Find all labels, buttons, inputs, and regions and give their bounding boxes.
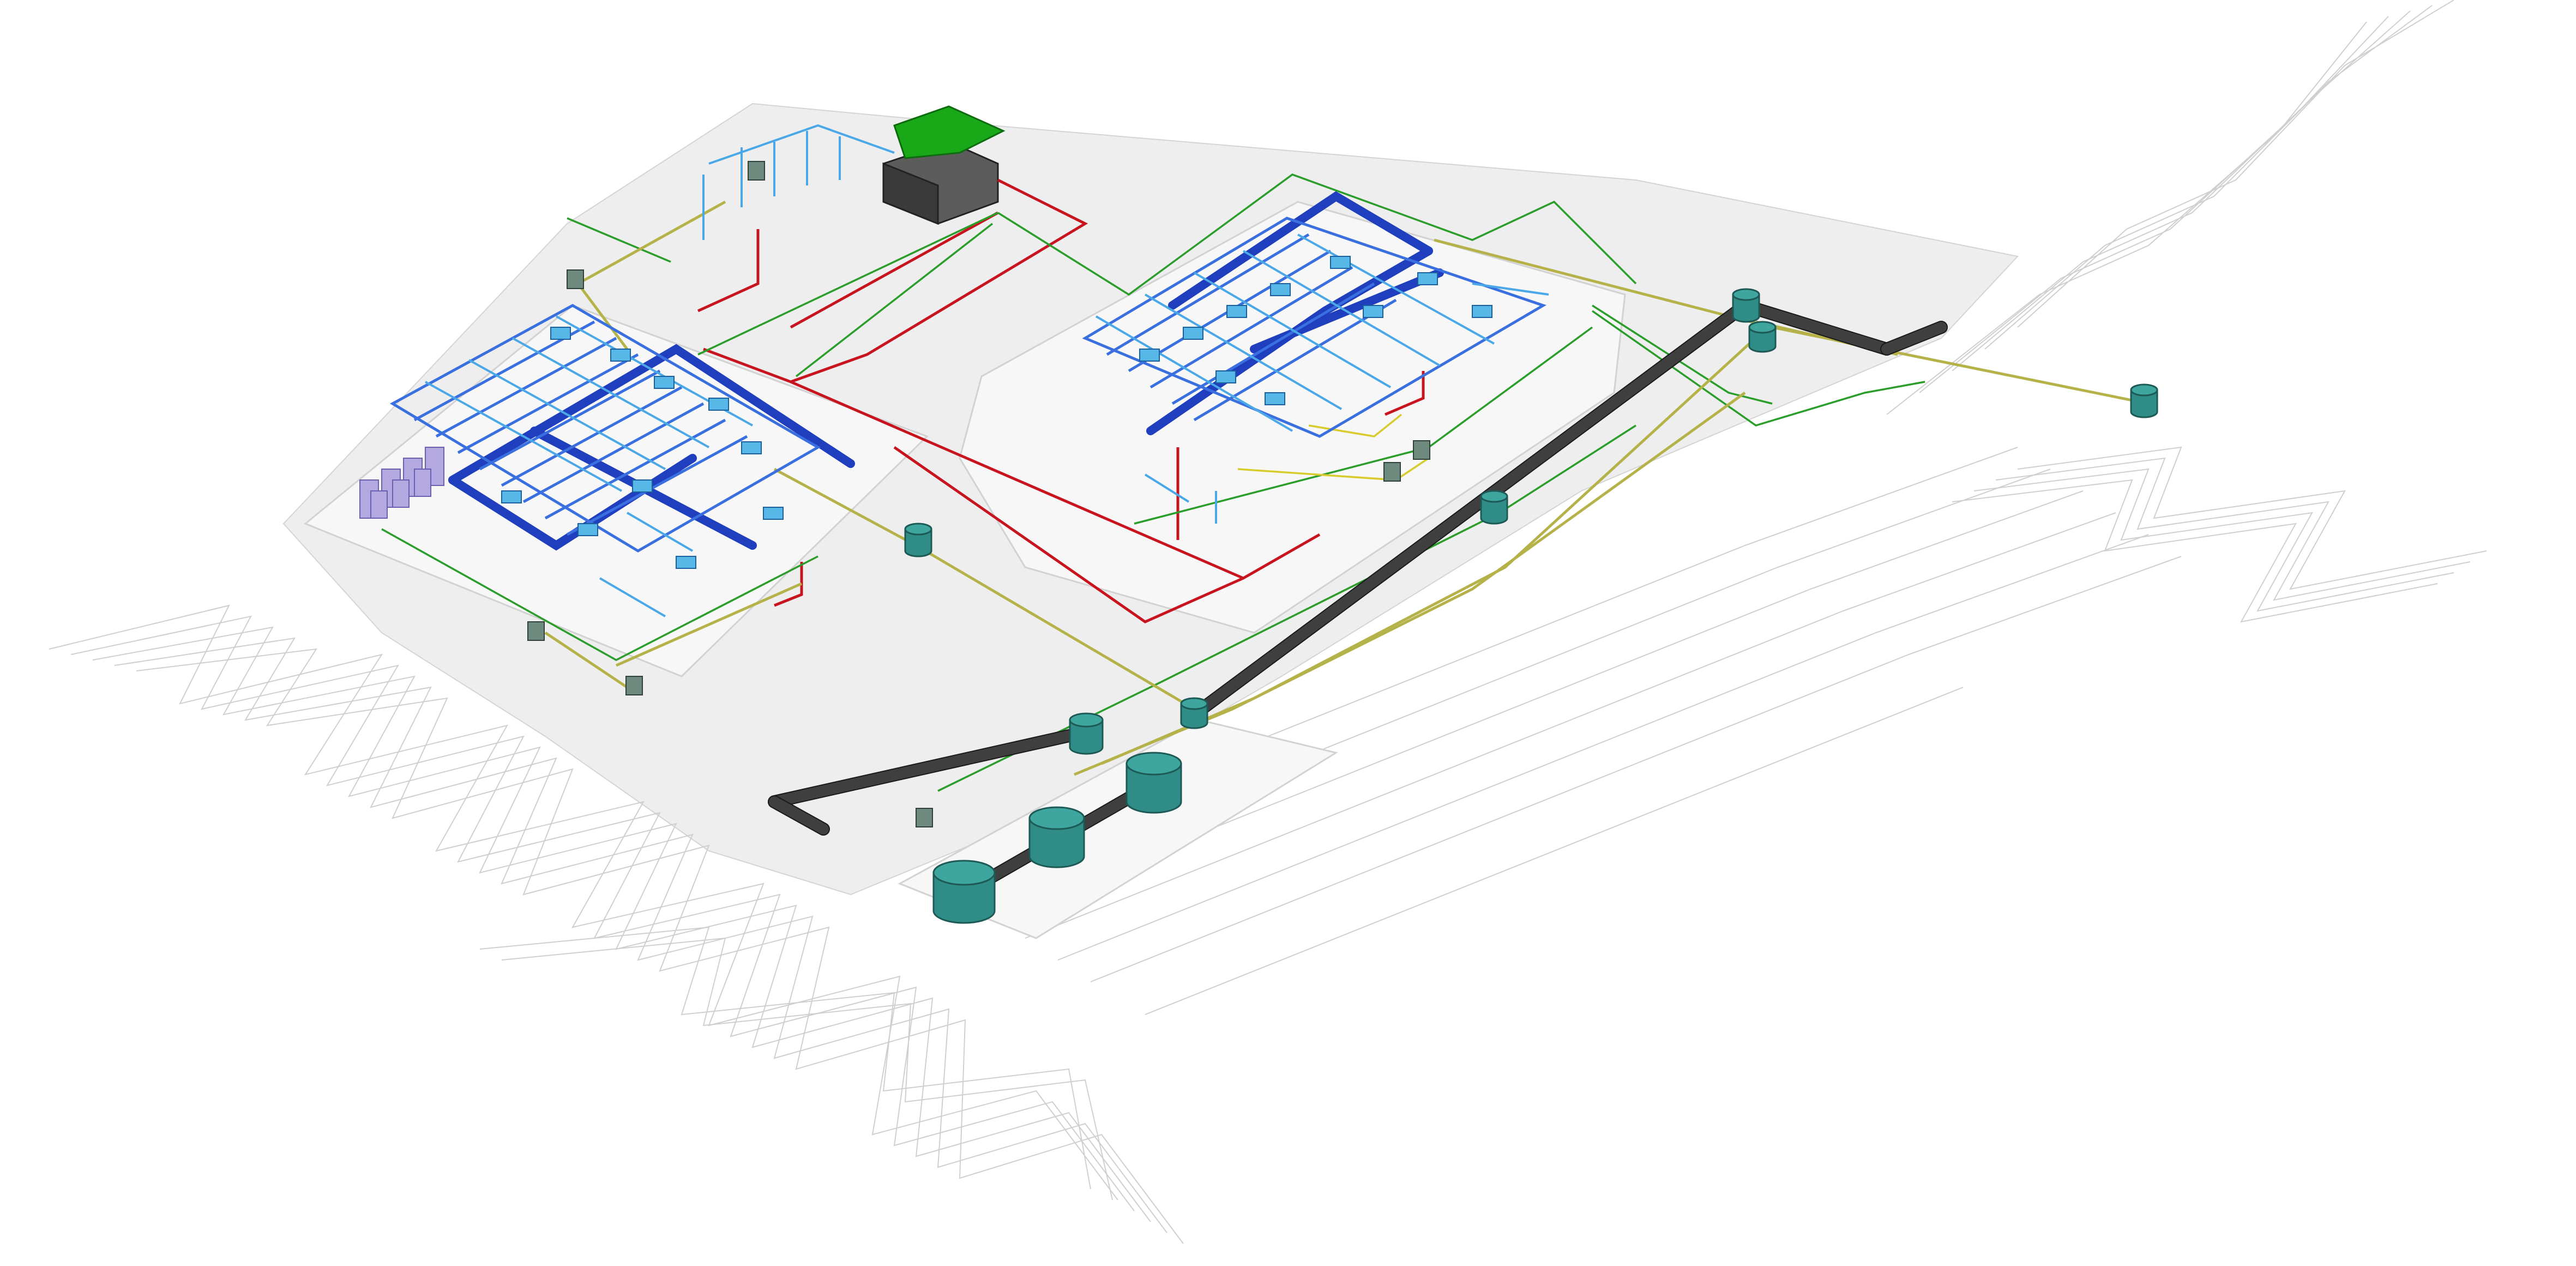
process-equipment	[1139, 256, 1492, 405]
contour	[2017, 446, 2487, 590]
contour	[92, 626, 1151, 1222]
contour	[479, 926, 1091, 1190]
manhole-icon[interactable]	[1069, 712, 1104, 755]
contour	[114, 637, 1167, 1233]
manhole-icon[interactable]	[2130, 383, 2158, 418]
storage-tank-icon[interactable]	[1126, 752, 1182, 814]
storage-tank-icon[interactable]	[1028, 806, 1085, 868]
contour	[1952, 10, 2411, 371]
contour	[1995, 457, 2471, 601]
contour	[1057, 534, 2149, 961]
contour	[49, 604, 1118, 1201]
contour	[1145, 687, 1964, 1015]
contour	[501, 937, 1113, 1201]
manhole-icon[interactable]	[1480, 490, 1508, 525]
red-utility-lines	[697, 178, 1425, 623]
right-process-piping	[1082, 191, 1549, 524]
building-icon[interactable]	[882, 105, 1006, 225]
manhole-icon[interactable]	[904, 523, 932, 557]
storage-tank-icon[interactable]	[932, 860, 996, 924]
contour	[1919, 16, 2389, 393]
contour	[1886, 21, 2367, 415]
equipment-skid-icon[interactable]	[359, 447, 444, 519]
contour	[1090, 556, 2182, 982]
olive-utility-lines	[544, 200, 2149, 776]
right-process-pad	[959, 201, 1626, 634]
tank-farm-pad	[898, 719, 1338, 939]
contour	[1984, 5, 2433, 350]
manhole-icon[interactable]	[1748, 321, 1777, 353]
contour	[1973, 468, 2454, 612]
trunk-pipelines	[768, 299, 1948, 896]
contour	[70, 615, 1135, 1211]
manhole-icon[interactable]	[1732, 288, 1760, 323]
contour	[2017, 0, 2454, 328]
contour	[1952, 479, 2438, 623]
valve-box-icon[interactable]	[527, 161, 1430, 827]
contour	[1025, 512, 2116, 939]
contour	[136, 648, 1184, 1244]
manhole-icon[interactable]	[1180, 697, 1208, 729]
process-equipment	[501, 327, 784, 569]
